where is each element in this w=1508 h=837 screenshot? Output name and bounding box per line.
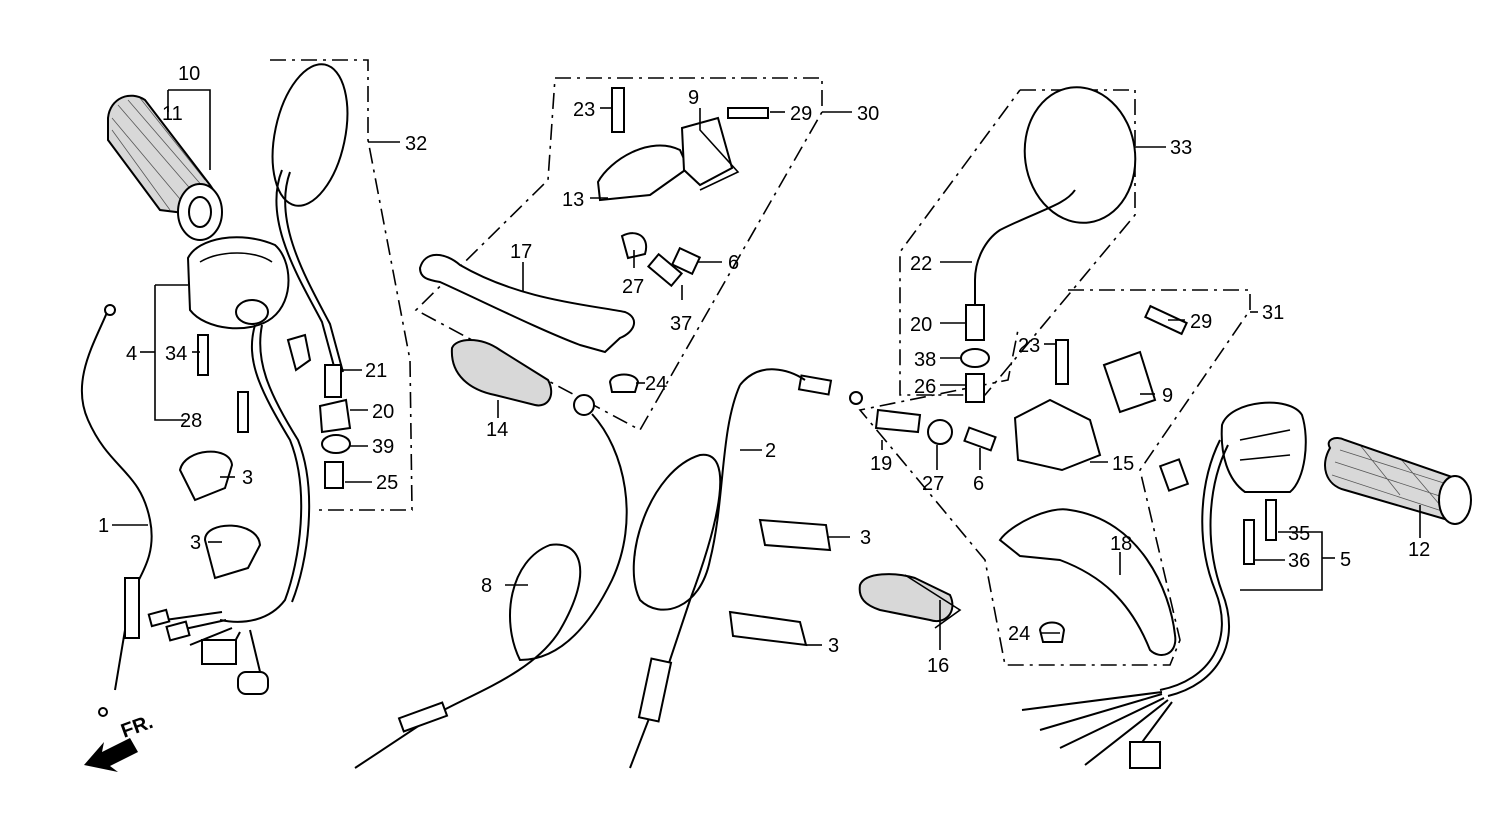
label-12: 12 bbox=[1408, 539, 1430, 561]
label-3-b: 3 bbox=[190, 532, 201, 554]
label-33: 33 bbox=[1170, 137, 1192, 159]
label-3-c: 3 bbox=[860, 527, 871, 549]
label-30: 30 bbox=[857, 103, 879, 125]
label-26: 26 bbox=[914, 376, 936, 398]
label-13: 13 bbox=[562, 189, 584, 211]
label-27-b: 27 bbox=[922, 473, 944, 495]
right-switch-housing bbox=[1158, 401, 1307, 493]
label-16: 16 bbox=[927, 655, 949, 677]
label-9-a: 9 bbox=[688, 87, 699, 109]
label-20-a: 20 bbox=[372, 401, 394, 423]
label-39: 39 bbox=[372, 436, 394, 458]
brake-hose bbox=[354, 394, 628, 769]
label-22: 22 bbox=[910, 253, 932, 275]
lever-cover-right bbox=[858, 573, 962, 629]
label-17: 17 bbox=[510, 241, 532, 263]
mirror-hardware-right bbox=[960, 348, 990, 403]
label-6-b: 6 bbox=[973, 473, 984, 495]
label-6-a: 6 bbox=[728, 252, 739, 274]
label-3-d: 3 bbox=[828, 635, 839, 657]
label-18: 18 bbox=[1110, 533, 1132, 555]
front-marker-label: FR. bbox=[118, 711, 156, 743]
right-mirror bbox=[965, 86, 1137, 341]
label-5: 5 bbox=[1340, 549, 1351, 571]
label-29-a: 29 bbox=[790, 103, 812, 125]
left-cable bbox=[80, 304, 153, 717]
label-34: 34 bbox=[165, 343, 187, 365]
label-4: 4 bbox=[126, 343, 137, 365]
label-28: 28 bbox=[180, 410, 202, 432]
label-37: 37 bbox=[670, 313, 692, 335]
label-32: 32 bbox=[405, 133, 427, 155]
label-24-a: 24 bbox=[645, 373, 667, 395]
label-1: 1 bbox=[98, 515, 109, 537]
brake-lever-assembly bbox=[418, 87, 769, 393]
label-21: 21 bbox=[365, 360, 387, 382]
label-14: 14 bbox=[486, 419, 508, 441]
label-24-b: 24 bbox=[1008, 623, 1030, 645]
label-9-b: 9 bbox=[1162, 385, 1173, 407]
label-20-b: 20 bbox=[910, 314, 932, 336]
throttle-cable bbox=[629, 368, 863, 769]
lever-cover bbox=[450, 339, 553, 407]
label-3-a: 3 bbox=[242, 467, 253, 489]
right-harness bbox=[1021, 439, 1231, 769]
left-grip bbox=[107, 94, 223, 241]
label-38: 38 bbox=[914, 349, 936, 371]
front-direction-arrow: FR. bbox=[84, 711, 156, 772]
clamps bbox=[178, 450, 832, 647]
label-15: 15 bbox=[1112, 453, 1134, 475]
left-harness bbox=[147, 324, 311, 695]
label-25: 25 bbox=[376, 472, 398, 494]
label-2: 2 bbox=[765, 440, 776, 462]
label-23-b: 23 bbox=[1018, 335, 1040, 357]
part-labels: 10 11 4 34 28 1 3 3 32 21 20 39 25 23 9 … bbox=[98, 63, 1430, 677]
label-23-a: 23 bbox=[573, 99, 595, 121]
left-mirror bbox=[271, 63, 349, 398]
left-switch-housing bbox=[186, 236, 312, 372]
label-36: 36 bbox=[1288, 550, 1310, 572]
label-11: 11 bbox=[162, 103, 183, 125]
mirror-hardware-left bbox=[318, 398, 352, 489]
label-35: 35 bbox=[1288, 523, 1310, 545]
right-grip bbox=[1324, 437, 1472, 525]
fasteners bbox=[197, 334, 1277, 565]
label-29-b: 29 bbox=[1190, 311, 1212, 333]
label-19: 19 bbox=[870, 453, 892, 475]
label-31: 31 bbox=[1262, 302, 1284, 324]
label-10: 10 bbox=[178, 63, 200, 85]
leader-lines bbox=[112, 89, 1421, 650]
clutch-lever-assembly bbox=[874, 304, 1188, 656]
label-8: 8 bbox=[481, 575, 492, 597]
label-27-a: 27 bbox=[622, 276, 644, 298]
